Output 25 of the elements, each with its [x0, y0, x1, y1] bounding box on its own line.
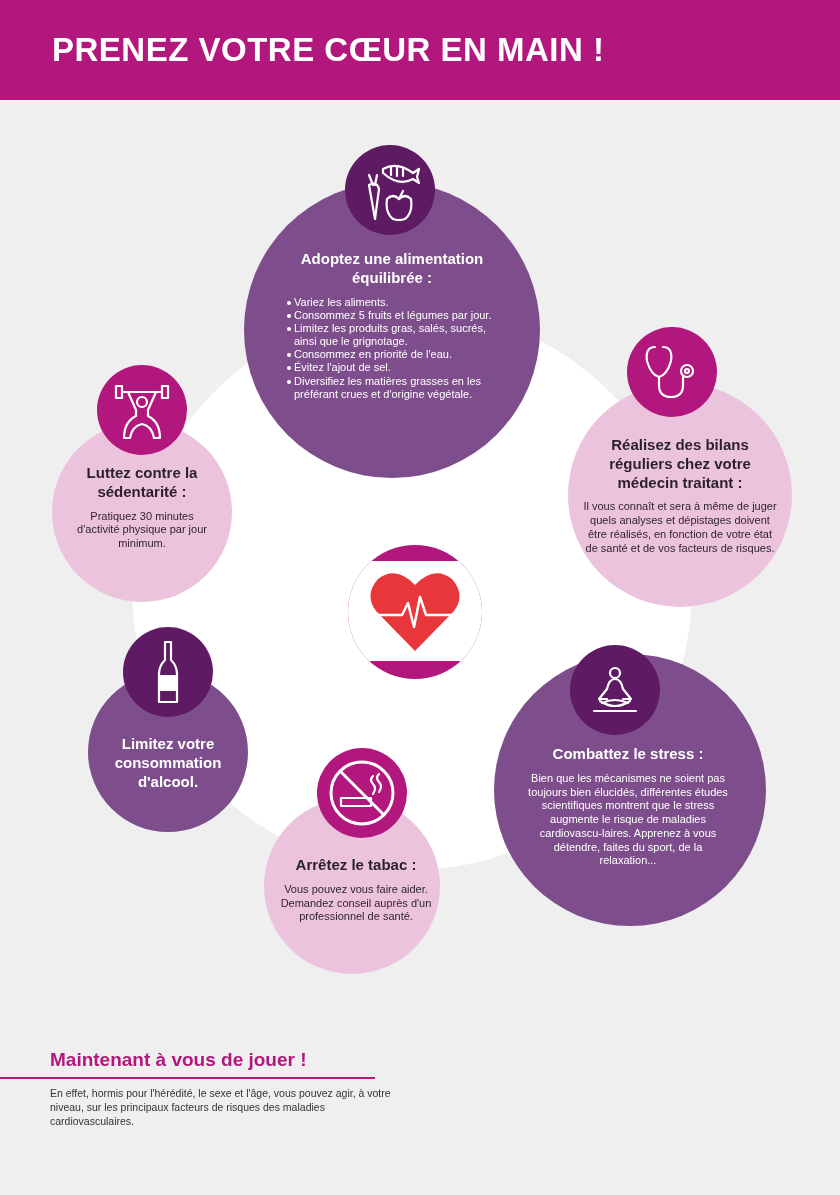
tip-text: Bien que les mécanismes ne soient pas toujours bien élucidés, différentes études scientifiques montrent que le stress augmente le risque de maladies cardiovascu-laires. Apprenez à vous détendre, faites du sport, de la relaxation... — [528, 771, 728, 868]
title: PRENEZ VOTRE CŒUR EN MAIN ! — [52, 30, 605, 71]
bullet-text: Consommez en priorité de l'eau. — [294, 348, 452, 361]
paragraph: En effet, hormis pour l'hérédité, le sexe et l'âge, vous pouvez agir, à votre niveau, sur les principaux facteurs de risques des maladies cardiovasculaires. — [50, 1086, 392, 1129]
tip-heading: Limitez votre consommation d'alcool. — [113, 735, 223, 792]
tip-circle — [244, 145, 540, 478]
tip-circle — [52, 365, 232, 602]
tip-heading: Réalisez des bilans réguliers chez votre médecin traitant : — [608, 436, 752, 493]
tip-heading: Adoptez une alimentation équilibrée : — [299, 250, 485, 288]
bullet-text: Évitez l'ajout de sel. — [294, 361, 391, 374]
tip-heading: Luttez contre la sédentarité : — [85, 464, 199, 502]
tip-heading: Arrêtez le tabac : — [295, 856, 417, 875]
bullet-text: Consommez 5 fruits et légumes par jour. — [294, 308, 492, 321]
tip-text: Il vous connaît et sera à même de juger quels analyses et dépistages doivent être réalisés, en fonction de votre état de santé et de vos facteurs de risques. — [582, 500, 778, 556]
bullet-text: Diversifiez les matières grasses en les préférant crues et d'origine végétale. — [294, 374, 482, 400]
section-heading: Maintenant à vous de jouer ! — [50, 1048, 307, 1072]
tip-heading: Combattez le stress : — [552, 745, 704, 764]
tip-circle — [264, 748, 440, 974]
tip-text: Vous pouvez vous faire aider. Demandez conseil auprès d'un professionnel de santé. — [279, 882, 433, 924]
tip-circle — [88, 627, 248, 832]
tip-circle — [568, 327, 792, 607]
tip-circle — [494, 645, 766, 926]
tip-text: Pratiquez 30 minutes d'activité physique par jour minimum. — [76, 509, 208, 551]
bullet-text: Variez les aliments. — [294, 295, 389, 308]
bullet-text: Limitez les produits gras, salés, sucrés, ainsi que le grignotage. — [294, 321, 486, 348]
